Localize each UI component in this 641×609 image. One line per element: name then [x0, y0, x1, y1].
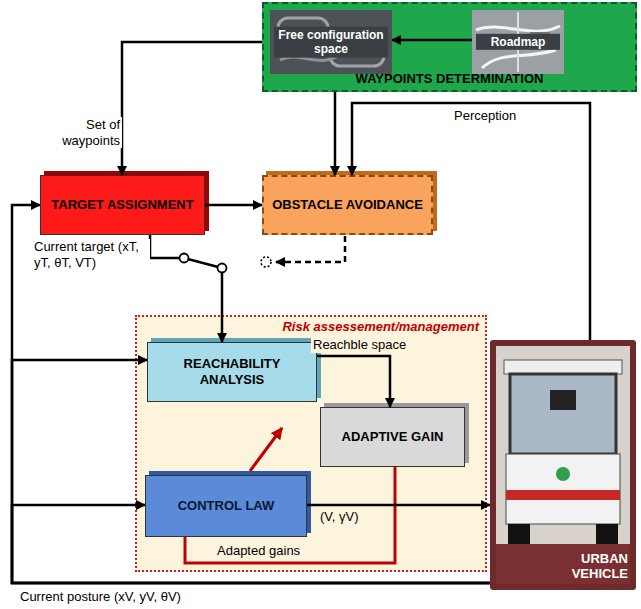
vehicle-image: URBAN VEHICLE	[490, 340, 636, 590]
illustration-part	[496, 346, 630, 584]
illustration-part	[506, 490, 620, 500]
connector	[122, 42, 262, 175]
edge-label: Perception	[452, 108, 518, 124]
connector	[205, 204, 262, 207]
map-image: Roadmap	[472, 10, 564, 74]
illustration-part	[508, 524, 530, 544]
switch-contact	[261, 257, 271, 267]
process-box: CONTROL LAW	[145, 475, 307, 537]
risk-region: Risk assessement/managementREACHABILITY …	[135, 315, 487, 572]
illustration-part	[506, 454, 620, 524]
illustration-part	[496, 544, 630, 584]
connector	[334, 92, 337, 175]
map-image: Free configuration space	[270, 10, 392, 74]
switch-contact	[180, 254, 189, 263]
edge-label: Reachble space	[311, 337, 408, 353]
illustration-part	[472, 10, 564, 74]
connector	[317, 356, 390, 407]
connector	[12, 505, 490, 583]
connector	[150, 235, 222, 342]
illustration-part	[490, 340, 636, 590]
switch-contact	[218, 264, 227, 273]
process-box: TARGET ASSIGNMENT	[40, 175, 205, 235]
edge-label: Set of waypoints	[38, 117, 122, 148]
edge-label: Current posture (xV, yV, θV)	[18, 589, 183, 605]
illustration-part	[504, 360, 622, 374]
switch-symbol	[180, 236, 346, 471]
edge-group	[12, 40, 590, 583]
dashed-switch-line	[276, 236, 345, 262]
edge-label: Current target (xT, yT, θT, VT)	[32, 239, 150, 270]
connector	[392, 39, 472, 42]
box-label: CONTROL LAW	[174, 498, 279, 514]
edge-label: (V, γV)	[318, 509, 361, 525]
connector	[185, 467, 395, 563]
region-title: Risk assessement/management	[282, 319, 479, 335]
connector	[307, 504, 490, 507]
process-box: OBSTACLE AVOIDANCE	[262, 175, 433, 235]
process-box: ADAPTIVE GAIN	[320, 407, 465, 467]
band-title: WAYPOINTS DETERMINATION	[264, 71, 635, 87]
illustration-part	[550, 390, 576, 410]
connector	[352, 103, 590, 340]
box-label: REACHABILITY ANALYSIS	[148, 356, 316, 389]
gain-arrow	[250, 428, 282, 471]
illustration-part	[270, 10, 392, 74]
illustration-part	[596, 524, 618, 544]
waypoint-band: WAYPOINTS DETERMINATION Free configuratio…	[262, 2, 637, 92]
connector	[12, 360, 490, 583]
process-box: REACHABILITY ANALYSIS	[147, 342, 317, 402]
edge-label: Adapted gains	[215, 543, 302, 559]
illustration-part	[510, 374, 616, 454]
image-label: Free configuration space	[274, 27, 388, 58]
box-label: TARGET ASSIGNMENT	[47, 197, 197, 213]
box-label: ADAPTIVE GAIN	[338, 429, 448, 445]
illustration-part	[556, 467, 570, 481]
box-label: OBSTACLE AVOIDANCE	[268, 197, 427, 213]
vehicle-label: URBAN VEHICLE	[544, 551, 628, 582]
image-label: Roadmap	[476, 34, 560, 50]
connector	[12, 205, 490, 583]
